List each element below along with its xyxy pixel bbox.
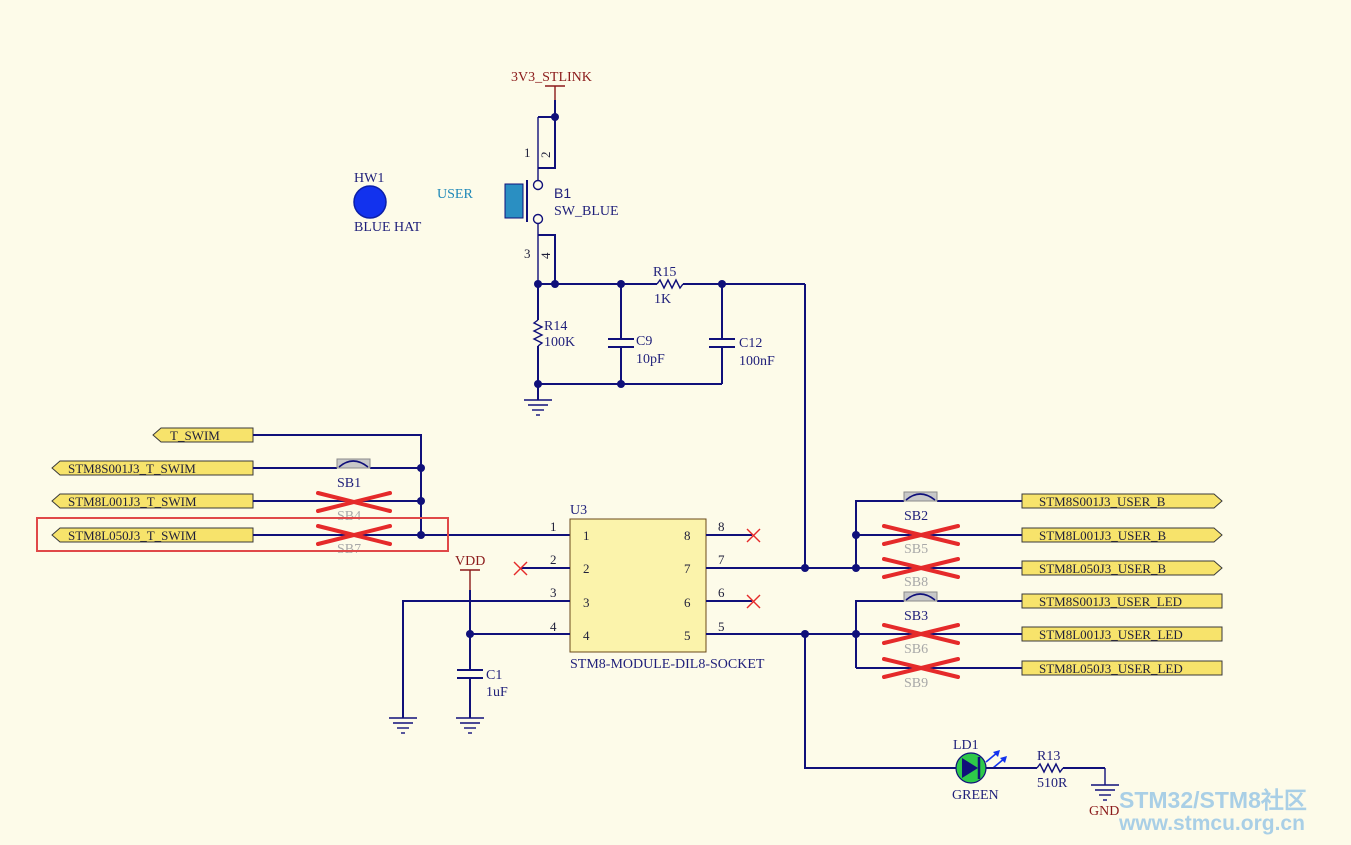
hw1-ref: HW1 [354,171,384,186]
u3-pin-7: 7 [684,561,691,576]
net-label-stm8l050j3-t-swim: STM8L050J3_T_SWIM [68,528,197,543]
sb6-ref: SB6 [904,642,928,657]
r13-value: 510R [1037,776,1068,791]
led-ld1-group: LD1 GREEN R13 510R GND [804,634,1119,819]
b1-push-button: USER 1 2 B1 SW_BLUE 3 4 [437,100,619,284]
net-flag-stm8l001j3-user-b [1021,527,1223,543]
hw1-blue-hat: HW1 BLUE HAT [353,171,422,235]
sb2-bridge [903,491,938,502]
sb5-ref: SB5 [904,542,928,557]
net-label-stm8s001j3-user-b: STM8S001J3_USER_B [1039,494,1166,509]
highlight-box [36,517,449,552]
c12-ref: C12 [739,336,762,351]
r15-value: 1K [654,292,671,307]
hw1-value: BLUE HAT [354,220,422,235]
net-flag-stm8s001j3-user-b [1021,493,1223,509]
u3-pin-2: 2 [583,561,590,576]
u3-pin-8-num: 8 [718,519,725,534]
sb8-ref: SB8 [904,575,928,590]
c1-value: 1uF [486,685,508,700]
watermark: STM32/STM8社区 www.stmcu.org.cn [1118,787,1307,835]
b1-caption: USER [437,187,473,202]
u3-pin-4-num: 4 [550,619,557,634]
sb7-ref: SB7 [337,542,361,557]
b1-value: SW_BLUE [554,204,619,219]
u3-pin-2-num: 2 [550,552,557,567]
u3-socket: U3 STM8-MODULE-DIL8-SOCKET 1 1 2 2 3 3 4… [389,503,856,734]
sb2-ref: SB2 [904,509,928,524]
sb3-bridge [903,591,938,602]
u3-pin-6-num: 6 [718,585,725,600]
net-flag-stm8l001j3-user-led [1021,626,1223,642]
u3-pin-1: 1 [583,528,590,543]
button-icon [504,183,524,219]
gnd-label: GND [1089,804,1119,819]
u3-body [569,518,707,653]
c12-value: 100nF [739,354,775,369]
ld1-ref: LD1 [953,738,979,753]
net-flag-stm8s001j3-user-led [1021,593,1223,609]
sb3-ref: SB3 [904,609,928,624]
watermark-line1: STM32/STM8社区 [1119,787,1307,813]
u3-pin-5-num: 5 [718,619,725,634]
u3-pin-3-num: 3 [550,585,557,600]
net-label-t-swim: T_SWIM [170,428,220,443]
ld1-value: GREEN [952,788,999,803]
net-label-stm8l050j3-user-b: STM8L050J3_USER_B [1039,561,1166,576]
sb1-bridge [336,458,371,469]
c1-ref: C1 [486,668,502,683]
net-label-stm8s001j3-t-swim: STM8S001J3_T_SWIM [68,461,196,476]
r13-ref: R13 [1037,749,1060,764]
r15-ref: R15 [653,265,676,280]
u3-pin-7-num: 7 [718,552,725,567]
net-label-stm8l050j3-user-led: STM8L050J3_USER_LED [1039,661,1183,676]
sb9-ref: SB9 [904,676,928,691]
watermark-line2: www.stmcu.org.cn [1118,812,1305,835]
b1-pin-1: 1 [524,145,531,160]
user-b-net-group: SB2 SB5 SB8 STM8S001J3_USER_B STM8L001J3… [801,491,1223,590]
u3-pin-3: 3 [583,595,590,610]
b1-ref: B1 [554,185,571,201]
net-flag-stm8l050j3-user-b [1021,560,1223,576]
power-port-3v3-stlink: 3V3_STLINK [511,70,592,100]
u3-value: STM8-MODULE-DIL8-SOCKET [570,657,765,672]
u3-pin-1-num: 1 [550,519,557,534]
b1-pin-2: 2 [538,152,553,159]
user-led-net-group: SB3 SB6 SB9 STM8S001J3_USER_LED STM8L001… [801,591,1223,691]
r14-ref: R14 [544,319,567,334]
vdd-label: VDD [455,554,485,569]
button-debounce-network: R15 1K R14 100K C9 10pF C12 100nF [524,113,806,568]
c9-ref: C9 [636,334,652,349]
u3-pin-5: 5 [684,628,691,643]
sb1-ref: SB1 [337,476,361,491]
vdd-c1-group: VDD C1 1uF [455,554,508,734]
blue-hat-icon [353,185,387,219]
net-label-stm8l001j3-user-led: STM8L001J3_USER_LED [1039,627,1183,642]
u3-pin-6: 6 [684,595,691,610]
net-flag-stm8l050j3-user-led [1021,660,1223,676]
u3-ref: U3 [570,503,587,518]
c9-value: 10pF [636,352,665,367]
net-label-stm8l001j3-t-swim: STM8L001J3_T_SWIM [68,494,197,509]
net-label-stm8l001j3-user-b: STM8L001J3_USER_B [1039,528,1166,543]
swim-net-group: T_SWIM STM8S001J3_T_SWIM STM8L001J3_T_SW… [51,427,570,557]
power-label-3v3-stlink: 3V3_STLINK [511,70,592,85]
r14-value: 100K [544,335,575,350]
sb4-ref: SB4 [337,509,361,524]
u3-pin-8: 8 [684,528,691,543]
u3-pin-4: 4 [583,628,590,643]
net-label-stm8s001j3-user-led: STM8S001J3_USER_LED [1039,594,1182,609]
b1-pin-4: 4 [538,252,553,259]
b1-pin-3: 3 [524,246,531,261]
